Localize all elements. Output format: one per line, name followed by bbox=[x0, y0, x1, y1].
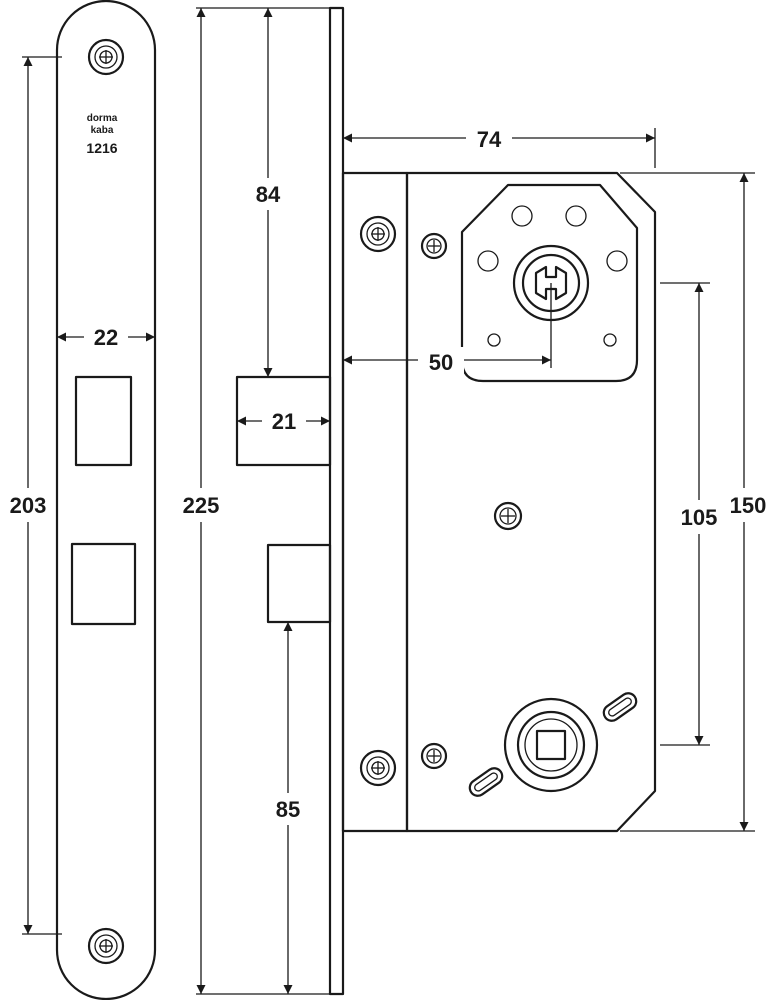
svg-text:21: 21 bbox=[272, 409, 296, 434]
lock-front-cap bbox=[341, 171, 409, 833]
slot-lower-left bbox=[468, 767, 504, 797]
dimension-latch-projection: 21 bbox=[237, 406, 330, 436]
faceplate-bolt-opening bbox=[70, 542, 137, 626]
dimension-faceplate-width: 22 bbox=[56, 322, 155, 350]
faceplate-latch-opening bbox=[74, 375, 133, 467]
follower-plate bbox=[460, 183, 639, 383]
follower-hole-5 bbox=[487, 333, 501, 347]
dimension-faceplate-length: 225 bbox=[174, 7, 330, 995]
cap-bottom-screw-icon bbox=[359, 749, 397, 787]
svg-text:105: 105 bbox=[681, 505, 718, 530]
dimension-hole-spacing: 203 bbox=[2, 56, 62, 935]
lock-case bbox=[405, 171, 657, 833]
case-bottom-screw-icon bbox=[420, 742, 448, 770]
svg-text:22: 22 bbox=[94, 325, 118, 350]
follower-hole-3 bbox=[477, 250, 499, 272]
svg-text:203: 203 bbox=[10, 493, 47, 518]
cap-top-screw-icon bbox=[359, 215, 397, 253]
brand-line-2: kaba bbox=[91, 125, 114, 136]
brand-line-1: dorma bbox=[87, 113, 118, 124]
faceplate-front-view: dorma kaba 1216 bbox=[55, 0, 157, 1000]
dead-bolt bbox=[266, 543, 332, 624]
svg-text:74: 74 bbox=[477, 127, 502, 152]
follower-hole-2 bbox=[565, 205, 587, 227]
svg-text:225: 225 bbox=[183, 493, 220, 518]
follower-hole-1 bbox=[511, 205, 533, 227]
dimension-case-backset: 74 bbox=[343, 124, 656, 168]
dimension-bolt-to-bottom: 85 bbox=[264, 622, 312, 994]
slot-upper-right bbox=[602, 692, 638, 722]
cylinder-cam-icon bbox=[503, 697, 599, 793]
svg-text:150: 150 bbox=[730, 493, 767, 518]
follower-hole-6 bbox=[603, 333, 617, 347]
faceplate-bottom-screw-icon bbox=[87, 927, 125, 965]
dimension-case-height: 150 bbox=[620, 172, 774, 832]
follower-hole-4 bbox=[606, 250, 628, 272]
dimension-top-to-latch: 84 bbox=[244, 8, 292, 377]
faceplate-top-screw-icon bbox=[87, 38, 125, 76]
model-number: 1216 bbox=[86, 140, 117, 156]
svg-text:50: 50 bbox=[429, 350, 453, 375]
dimension-center-distance: 105 bbox=[660, 282, 723, 746]
case-top-screw-icon bbox=[420, 232, 448, 260]
faceplate-edge bbox=[328, 6, 345, 996]
lock-body-side-view bbox=[235, 6, 657, 996]
svg-text:84: 84 bbox=[256, 182, 281, 207]
case-center-screw-icon bbox=[493, 501, 523, 531]
dimension-backset: 50 bbox=[343, 283, 552, 375]
faceplate-outline bbox=[55, 0, 157, 1000]
svg-text:85: 85 bbox=[276, 797, 300, 822]
